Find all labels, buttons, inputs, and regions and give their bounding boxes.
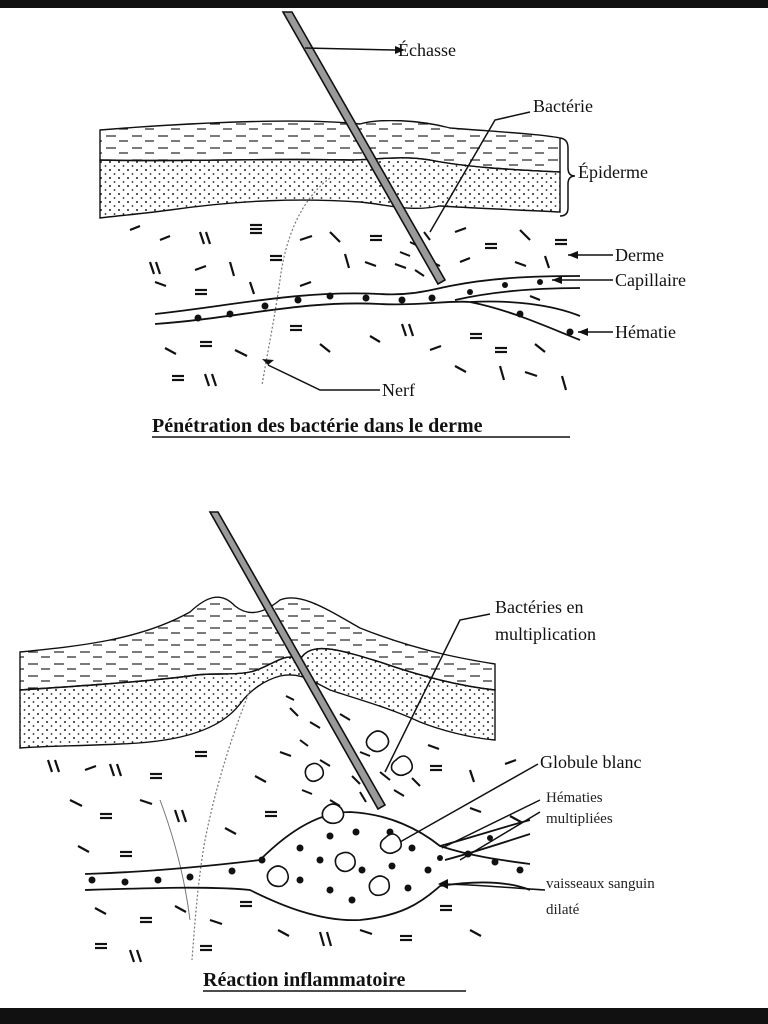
dermis-texture-2 xyxy=(46,743,522,963)
nerve-2 xyxy=(191,689,251,961)
stilt-2 xyxy=(208,511,387,811)
label-hematie: Hématie xyxy=(615,322,676,342)
label-bacteries-line2: multiplication xyxy=(495,624,596,644)
dermis-texture xyxy=(129,223,568,391)
diagram-penetration xyxy=(99,120,581,391)
label-vaisseaux-line2: dilaté xyxy=(546,902,580,918)
red-blood-cells-2 xyxy=(88,828,524,904)
title-penetration: Pénétration des bactérie dans le derme xyxy=(152,415,483,437)
red-blood-cells xyxy=(194,279,574,336)
arrowheads-1 xyxy=(262,46,588,365)
capillary-vessel xyxy=(154,275,581,341)
arrowheads-2 xyxy=(438,879,448,889)
label-globule-blanc: Globule blanc xyxy=(540,752,641,772)
bottom-border xyxy=(0,1008,768,1024)
title-inflammation: Réaction inflammatoire xyxy=(203,969,405,991)
label-bacterie: Bactérie xyxy=(533,96,593,116)
nerve xyxy=(261,177,331,386)
label-hematies-line2: multipliées xyxy=(546,811,613,827)
label-derme: Derme xyxy=(615,245,664,265)
white-blood-cells xyxy=(266,730,414,897)
stilt-1 xyxy=(281,11,447,286)
leader-lines-2 xyxy=(384,613,546,891)
nerve-2-branch xyxy=(159,799,191,921)
epidermis-dotted-layer-2 xyxy=(19,647,496,749)
diagram-inflammation xyxy=(19,596,531,963)
label-echasse: Échasse xyxy=(398,39,456,60)
label-nerf: Nerf xyxy=(382,380,415,400)
top-border xyxy=(0,0,768,8)
dilated-vessel xyxy=(84,811,531,921)
label-epiderme: Épiderme xyxy=(578,161,648,182)
bacteria-multiplying xyxy=(285,695,421,807)
label-vaisseaux-line1: vaisseaux sanguin xyxy=(546,876,655,892)
label-hematies-line1: Hématies xyxy=(546,790,603,806)
label-bacteries-line1: Bactéries en xyxy=(495,597,583,617)
epidermis-dotted-layer xyxy=(99,157,561,219)
label-capillaire: Capillaire xyxy=(615,270,686,290)
